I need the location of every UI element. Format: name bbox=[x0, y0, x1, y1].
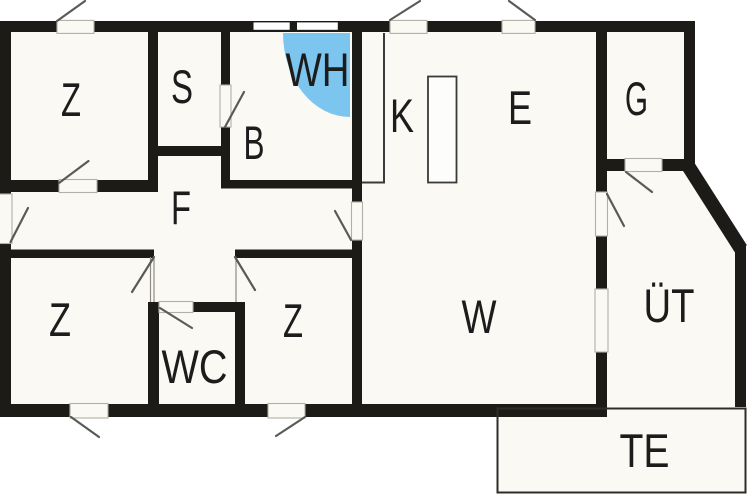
svg-text:WH: WH bbox=[286, 43, 350, 96]
svg-text:K: K bbox=[390, 89, 414, 142]
svg-text:Z: Z bbox=[283, 294, 303, 347]
svg-text:W: W bbox=[462, 290, 497, 343]
svg-text:TE: TE bbox=[620, 424, 670, 477]
svg-text:F: F bbox=[171, 181, 191, 234]
svg-text:S: S bbox=[171, 60, 193, 113]
svg-text:Z: Z bbox=[49, 293, 71, 346]
svg-text:B: B bbox=[244, 116, 265, 169]
svg-text:ÜT: ÜT bbox=[644, 279, 695, 332]
svg-text:WC: WC bbox=[162, 340, 228, 393]
svg-text:E: E bbox=[508, 81, 532, 134]
svg-text:G: G bbox=[625, 72, 648, 125]
svg-text:Z: Z bbox=[61, 73, 81, 126]
